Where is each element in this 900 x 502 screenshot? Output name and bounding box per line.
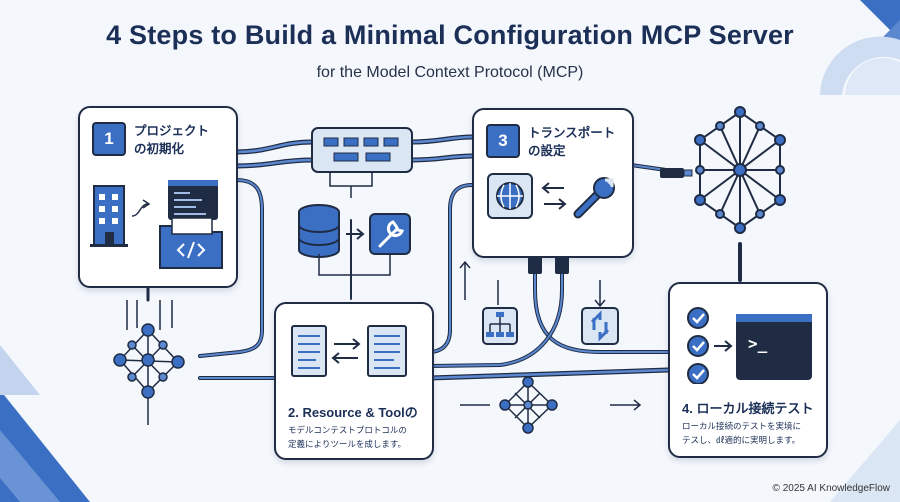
step-3-badge: 3 (486, 124, 520, 158)
step-1-badge: 1 (92, 122, 126, 156)
project-init-illustration (90, 180, 223, 269)
wrench-icon (573, 177, 615, 219)
code-window-icon (168, 180, 218, 220)
step-4-title: 4. ローカル接続テスト (682, 401, 814, 416)
page-title: 4 Steps to Build a Minimal Configuration… (106, 20, 794, 50)
footer-copyright: © 2025 AI KnowledgeFlow (772, 483, 890, 494)
step-2-description: モデルコンテストプロトコルの 定義によりツールを成します。 (288, 424, 407, 452)
resource-document-icon (291, 325, 327, 377)
hierarchy-icon (482, 307, 518, 345)
page-subtitle: for the Model Context Protocol (MCP) (316, 64, 584, 81)
step-3-title-line1: トランスポート (528, 125, 616, 140)
corner-decoration-top-right (820, 0, 900, 95)
step-4-desc-line1: ローカル接続のテストを実境に (682, 422, 802, 432)
terminal-prompt: >_ (748, 334, 768, 353)
resource-tool-illustration (291, 325, 407, 377)
checklist-icons (687, 307, 709, 384)
terminal-icon (736, 314, 812, 380)
step-1-title-line1: プロジェクト (134, 123, 210, 138)
cable-plugs-transport (528, 254, 569, 274)
step-3-title-line2: の設定 (528, 143, 566, 158)
corner-decoration-bottom-right (830, 420, 900, 502)
step-4-description: ローカル接続のテストを実境に テスし、㎗適的に実明します。 (682, 420, 801, 448)
step-3-title: トランスポート の設定 (528, 124, 615, 160)
step-1-title-line2: の初期化 (134, 141, 185, 156)
step-1-title: プロジェクト の初期化 (134, 122, 209, 158)
step-4-desc-line2: テスし、㎗適的に実明します。 (682, 436, 801, 446)
transport-illustration (487, 173, 615, 219)
hub-connector-icon (311, 127, 413, 173)
database-icon (298, 204, 340, 258)
sync-icon (581, 307, 619, 345)
step-1-card: 1 プロジェクト の初期化 (78, 106, 238, 288)
wrench-tool-icon (369, 213, 411, 255)
step-2-card: 2. Resource & Toolの モデルコンテストプロトコルの 定義により… (274, 302, 434, 460)
step-3-card: 3 トランスポート の設定 (472, 108, 634, 258)
corner-decoration-bottom-left (0, 345, 90, 502)
connector-cables (146, 134, 742, 381)
step-4-card: >_ 4. ローカル接続テスト ローカル接続のテストを実境に テスし、㎗適的に実… (668, 282, 828, 458)
network-graph-left-icon (113, 323, 185, 425)
step-2-desc-line2: 定義によりツールを成します。 (288, 440, 406, 450)
network-cube-icon (694, 106, 786, 234)
flow-arrows (126, 260, 642, 411)
code-folder-icon (159, 217, 223, 269)
network-graph-bottom-icon (499, 376, 558, 434)
cable-plug-right (660, 168, 693, 178)
local-test-illustration (687, 307, 812, 384)
building-icon (90, 185, 128, 247)
step-2-desc-line1: モデルコンテストプロトコルの (288, 426, 407, 436)
globe-icon (487, 173, 533, 219)
tool-document-icon (367, 325, 407, 377)
step-2-title: 2. Resource & Toolの (288, 405, 418, 420)
